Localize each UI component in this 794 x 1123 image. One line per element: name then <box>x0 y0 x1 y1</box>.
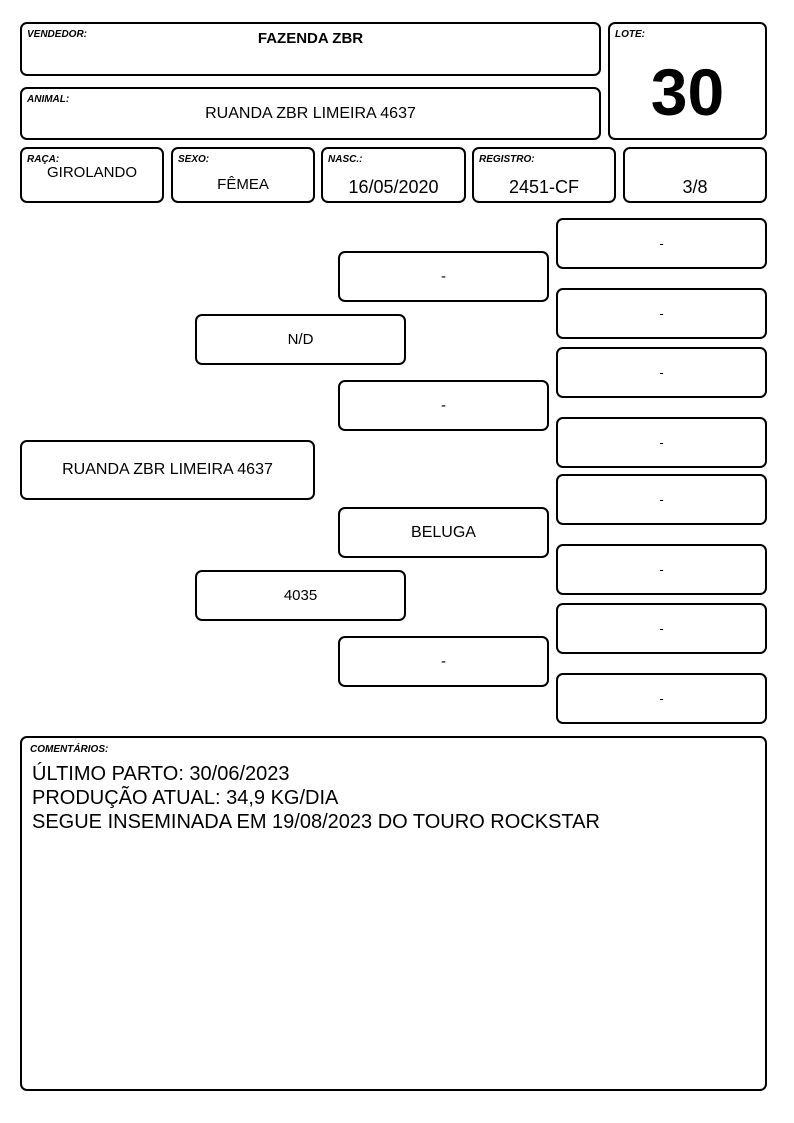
comment-line: SEGUE INSEMINADA EM 19/08/2023 DO TOURO … <box>32 811 600 833</box>
vendedor-box: VENDEDOR: FAZENDA ZBR <box>20 22 601 76</box>
sexo-label: SEXO: <box>178 154 210 165</box>
pedigree-sire: N/D <box>195 314 406 365</box>
animal-value: RUANDA ZBR LIMEIRA 4637 <box>205 105 416 122</box>
pedigree-dam-dam: - <box>338 636 549 687</box>
lote-value: 30 <box>650 55 725 129</box>
pedigree-great-grandparent-2: - <box>556 288 767 339</box>
nasc-box: NASC.: 16/05/2020 <box>321 147 466 203</box>
animal-label: ANIMAL: <box>27 94 70 105</box>
lote-label: LOTE: <box>615 29 645 40</box>
raca-box: RAÇA: GIROLANDO <box>20 147 164 203</box>
pedigree-dam-sire: BELUGA <box>338 507 549 558</box>
nasc-label: NASC.: <box>328 154 363 165</box>
pedigree-dam: 4035 <box>195 570 406 621</box>
grau-sangue-value: 3/8 <box>682 177 708 197</box>
comments-text: ÚLTIMO PARTO: 30/06/2023 PRODUÇÃO ATUAL:… <box>32 762 600 834</box>
comment-line: ÚLTIMO PARTO: 30/06/2023 <box>32 763 290 785</box>
lote-box: LOTE: 30 <box>608 22 767 140</box>
registro-box: REGISTRO: 2451-CF <box>472 147 616 203</box>
sexo-value: FÊMEA <box>217 176 269 193</box>
pedigree-great-grandparent-1: - <box>556 218 767 269</box>
pedigree-sire-sire: - <box>338 251 549 302</box>
sexo-box: SEXO: FÊMEA <box>171 147 315 203</box>
comments-label: COMENTÁRIOS: <box>30 744 109 755</box>
raca-value: GIROLANDO <box>46 164 137 181</box>
pedigree-great-grandparent-7: - <box>556 603 767 654</box>
pedigree-great-grandparent-5: - <box>556 474 767 525</box>
pedigree-great-grandparent-6: - <box>556 544 767 595</box>
grau-sangue-box: 3/8 <box>623 147 767 203</box>
comments-box: COMENTÁRIOS: ÚLTIMO PARTO: 30/06/2023 PR… <box>20 736 767 1091</box>
pedigree-sire-dam: - <box>338 380 549 431</box>
animal-box: ANIMAL: RUANDA ZBR LIMEIRA 4637 <box>20 87 601 140</box>
comment-line: PRODUÇÃO ATUAL: 34,9 KG/DIA <box>32 787 339 809</box>
registro-value: 2451-CF <box>508 177 580 197</box>
vendedor-label: VENDEDOR: <box>27 29 88 40</box>
registro-label: REGISTRO: <box>479 154 535 165</box>
nasc-value: 16/05/2020 <box>348 177 439 197</box>
pedigree-great-grandparent-3: - <box>556 347 767 398</box>
pedigree-great-grandparent-4: - <box>556 417 767 468</box>
pedigree-great-grandparent-8: - <box>556 673 767 724</box>
vendedor-value: FAZENDA ZBR <box>257 30 364 47</box>
raca-label: RAÇA: <box>27 154 60 165</box>
pedigree-animal: RUANDA ZBR LIMEIRA 4637 <box>20 440 315 500</box>
